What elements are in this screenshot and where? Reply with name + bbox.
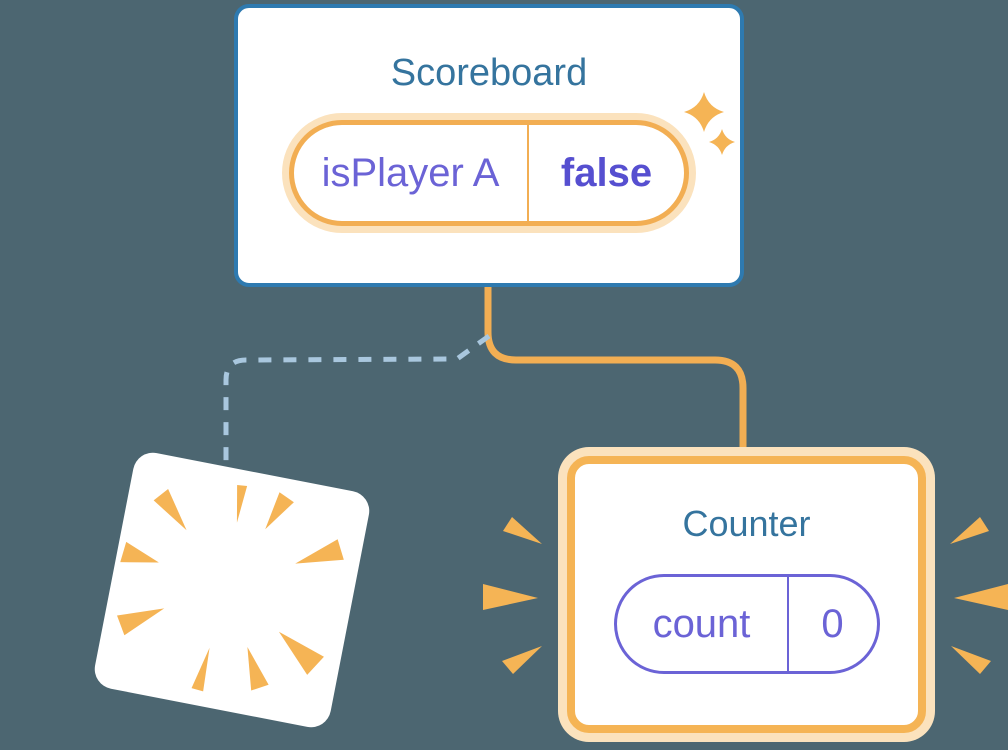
emphasis-marks-right-icon: [950, 517, 1008, 674]
counter-state-pill: count 0: [613, 574, 880, 674]
counter-title: Counter: [682, 503, 811, 544]
poof-burst-icon: [117, 485, 344, 692]
counter-pill-divider: [786, 577, 789, 671]
destroyed-card: [91, 449, 373, 731]
counter-state-name: count: [652, 601, 751, 646]
emphasis-marks-left-icon: [483, 517, 542, 674]
counter-card: Counter count 0: [567, 456, 926, 733]
scoreboard-state-pill: isPlayer A false: [289, 120, 689, 226]
state-value: false: [560, 150, 653, 195]
scoreboard-title: Scoreboard: [390, 52, 588, 94]
pill-divider: [527, 125, 529, 221]
sparkles-icon: [684, 92, 735, 155]
state-name: isPlayer A: [321, 150, 500, 195]
scoreboard-card: Scoreboard isPlayer A false: [234, 4, 744, 287]
severed-connector: [223, 333, 491, 462]
counter-state-value: 0: [821, 601, 844, 646]
state-transfer-connector: [484, 281, 747, 456]
